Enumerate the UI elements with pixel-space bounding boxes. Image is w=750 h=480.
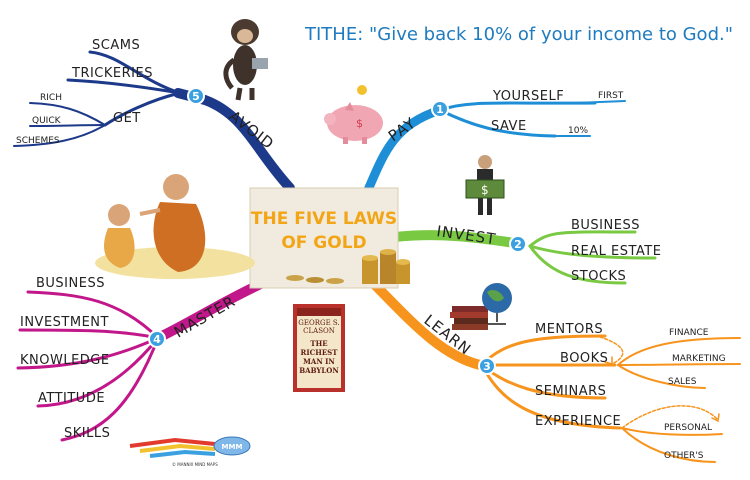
avoid-quick: QUICK: [32, 116, 62, 126]
pay-ten-percent: 10%: [568, 126, 588, 136]
learn-personal: PERSONAL: [664, 423, 712, 433]
learn-branch: [370, 280, 485, 370]
learn-sales: SALES: [668, 377, 697, 387]
mmm-badge: MMM: [222, 443, 243, 451]
learn-seminars: SEMINARS: [535, 384, 606, 399]
avoid-get: GET: [113, 111, 141, 126]
avoid-scams: SCAMS: [92, 38, 140, 53]
master-sublines: [16, 290, 160, 442]
avoid-branch: [173, 88, 295, 193]
logo-credit: © MANNIX MIND MAPS: [172, 462, 218, 467]
svg-text:$: $: [356, 117, 363, 130]
pay-save: SAVE: [491, 119, 527, 134]
svg-text:3: 3: [483, 360, 491, 373]
invest-sublines: [528, 230, 657, 285]
learn-books: BOOKS: [560, 351, 608, 366]
center-title-line1: THE FIVE LAWS: [251, 209, 397, 229]
learn-others: OTHER'S: [664, 451, 704, 461]
avoid-trickeries: TRICKERIES: [71, 66, 153, 81]
center-title-line2: OF GOLD: [281, 233, 366, 253]
master-attitude: ATTITUDE: [38, 391, 105, 406]
globe-books-icon: [450, 283, 512, 330]
svg-text:1: 1: [436, 103, 444, 116]
svg-text:RICHEST: RICHEST: [301, 348, 339, 357]
svg-text:BABYLON: BABYLON: [299, 366, 339, 375]
avoid-schemes: SCHEMES: [16, 136, 60, 146]
learn-sublines: [480, 334, 741, 463]
badge-4: 4: [148, 330, 166, 348]
pay-sublines: [438, 100, 626, 138]
pay-branch: [363, 105, 445, 195]
master-skills: SKILLS: [64, 426, 110, 441]
svg-text:$: $: [481, 183, 489, 197]
learn-finance: FINANCE: [669, 328, 709, 338]
invest-real-estate: REAL ESTATE: [571, 244, 661, 259]
master-label: MASTER: [171, 292, 239, 341]
learn-marketing: MARKETING: [672, 354, 726, 364]
master-knowledge: KNOWLEDGE: [20, 353, 110, 368]
monkey-laptop-icon: [223, 19, 268, 101]
badge-1: 1: [431, 100, 449, 118]
learn-experience: EXPERIENCE: [535, 414, 621, 429]
pay-yourself: YOURSELF: [492, 89, 564, 104]
invest-business: BUSINESS: [571, 218, 640, 233]
svg-text:MAN IN: MAN IN: [303, 357, 335, 366]
avoid-rich: RICH: [40, 93, 62, 103]
svg-text:CLASON: CLASON: [303, 327, 335, 335]
businessman-dollar-icon: $: [465, 155, 505, 215]
avoid-sublines: [13, 50, 182, 147]
tithe-title: TITHE: "Give back 10% of your income to …: [304, 24, 733, 45]
svg-text:5: 5: [192, 90, 200, 103]
master-business: BUSINESS: [36, 276, 105, 291]
svg-text:GEORGE S.: GEORGE S.: [298, 319, 339, 327]
svg-text:THE: THE: [310, 339, 327, 348]
pay-first: FIRST: [598, 91, 624, 101]
master-investment: INVESTMENT: [20, 315, 109, 330]
badge-5: 5: [187, 87, 205, 105]
richest-man-book-icon: GEORGE S. CLASON THE RICHEST MAN IN BABY…: [293, 304, 345, 392]
piggy-bank-icon: $: [324, 85, 383, 144]
invest-stocks: STOCKS: [571, 269, 626, 284]
invest-branch: [390, 230, 520, 248]
svg-text:4: 4: [153, 333, 161, 346]
badge-2: 2: [509, 235, 527, 253]
svg-text:2: 2: [514, 238, 522, 251]
monks-illustration: [95, 174, 255, 279]
invest-label: INVEST: [435, 222, 497, 248]
center-card: THE FIVE LAWS OF GOLD: [249, 187, 410, 289]
mmm-logo: MMM © MANNIX MIND MAPS: [129, 436, 251, 467]
learn-mentors: MENTORS: [535, 322, 603, 337]
badge-3: 3: [478, 357, 496, 375]
gold-coins-icon: [286, 249, 410, 284]
